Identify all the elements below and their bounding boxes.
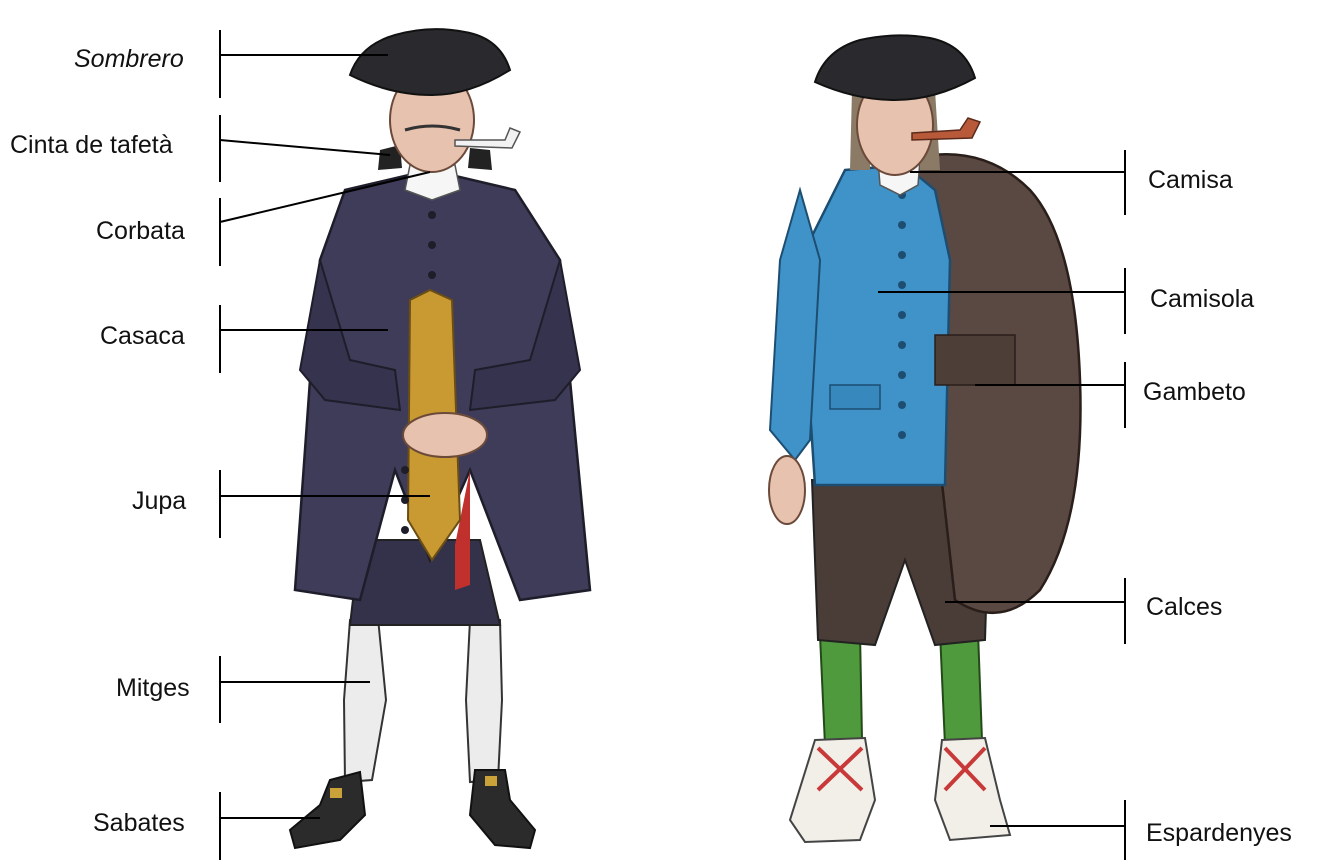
label-mitges: Mitges — [116, 673, 190, 703]
label-calces: Calces — [1146, 592, 1222, 622]
right-camisola-shape — [800, 165, 950, 485]
right-mitges-shape — [820, 632, 862, 745]
right-figure — [769, 35, 1081, 842]
left-figure — [290, 29, 590, 848]
label-camisola: Camisola — [1150, 284, 1254, 314]
label-casaca: Casaca — [100, 321, 185, 351]
label-cinta-de-tafeta: Cinta de tafetà — [10, 130, 173, 160]
right-sombrero-shape — [815, 35, 975, 100]
label-corbata: Corbata — [96, 216, 185, 246]
label-gambeto: Gambeto — [1143, 377, 1246, 407]
left-mitges-shape — [344, 618, 386, 782]
label-jupa: Jupa — [132, 486, 186, 516]
right-espardenyes-shape — [790, 738, 875, 842]
left-sabates-shape — [290, 772, 365, 848]
label-espardenyes: Espardenyes — [1146, 818, 1292, 848]
label-sabates: Sabates — [93, 808, 185, 838]
label-camisa: Camisa — [1148, 165, 1233, 195]
left-sombrero-shape — [350, 29, 510, 95]
label-sombrero: Sombrero — [74, 44, 184, 74]
